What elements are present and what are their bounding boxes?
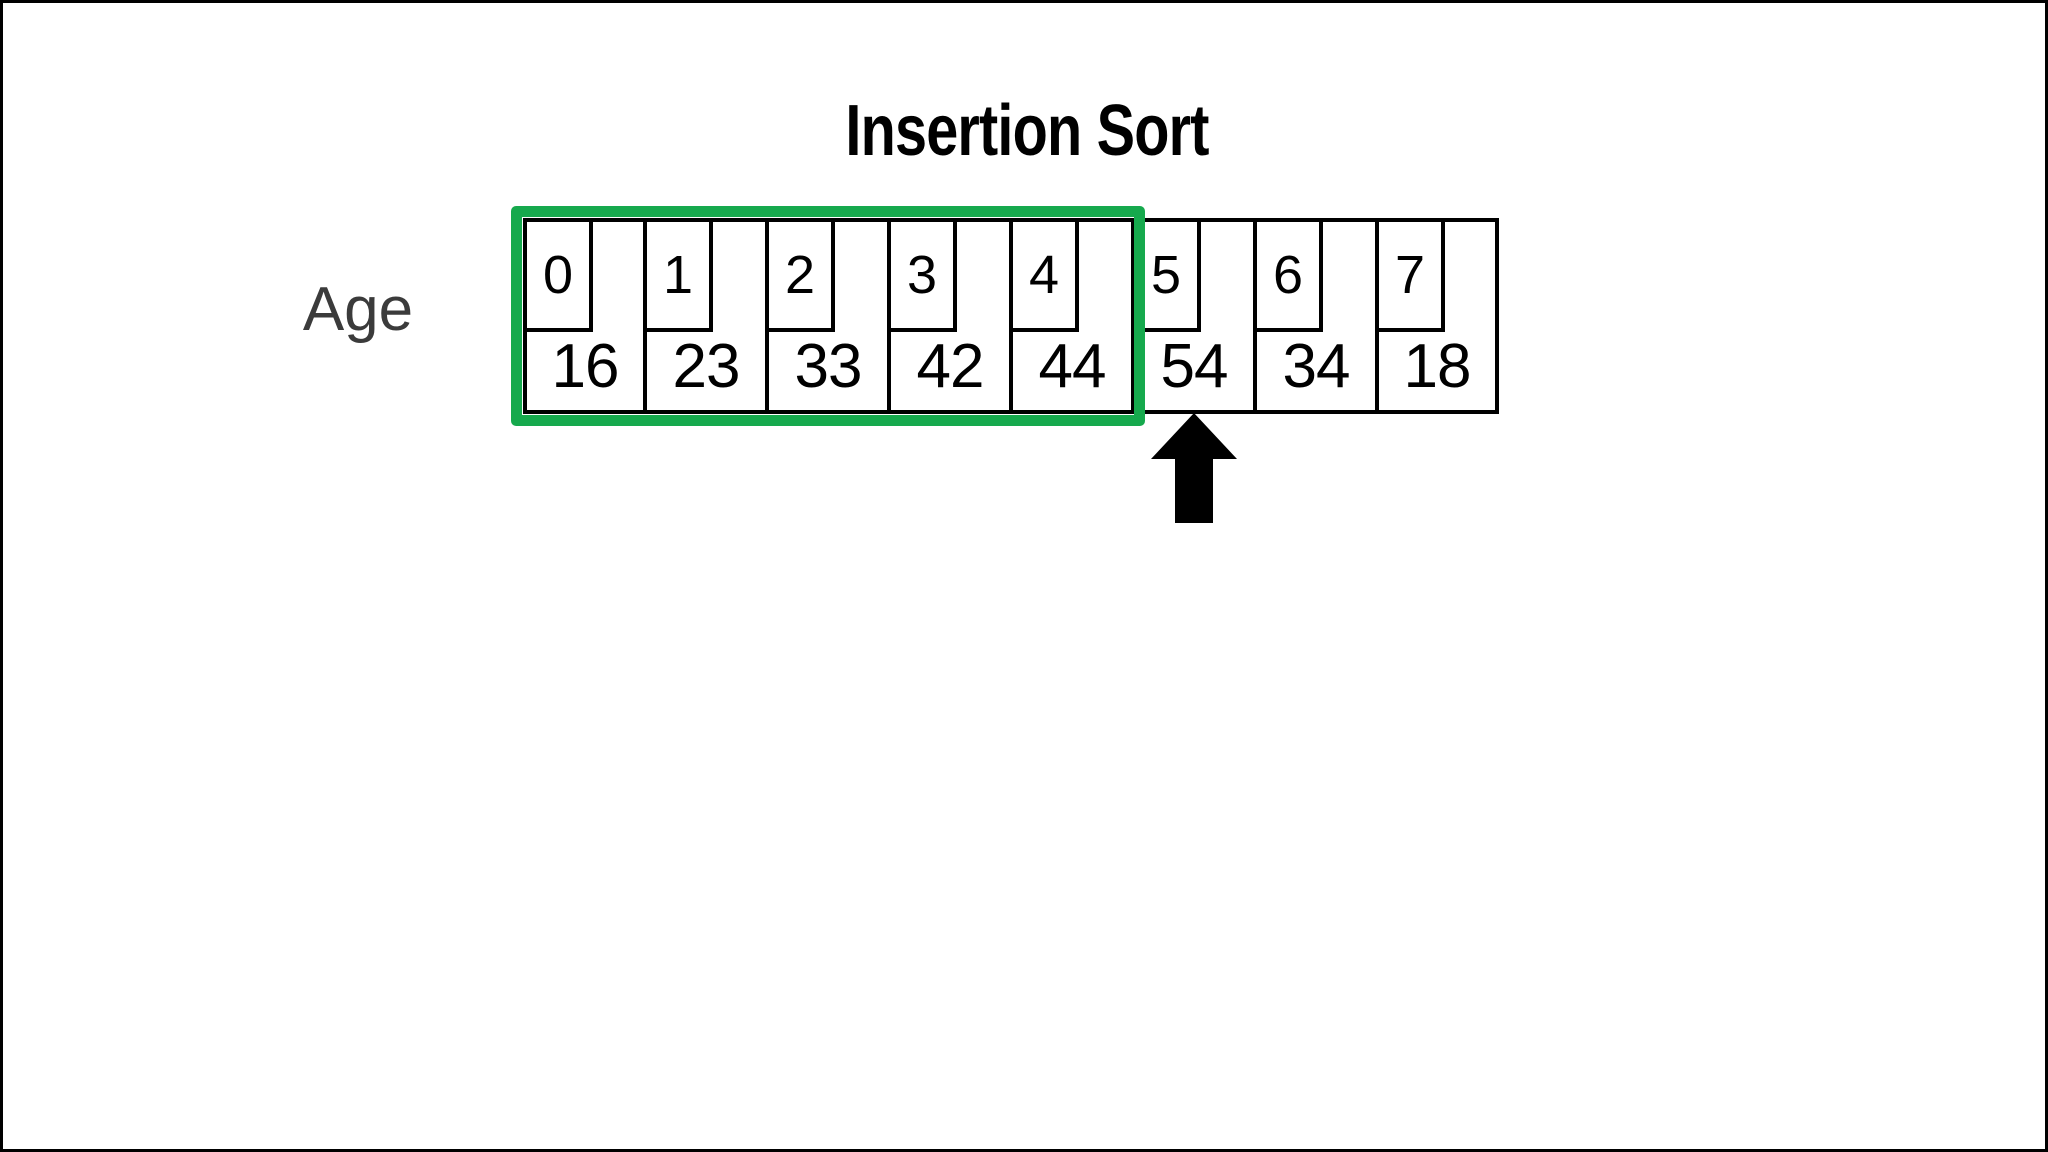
cell-value-label: 44 bbox=[1038, 332, 1107, 401]
cell-index-label: 6 bbox=[1257, 222, 1323, 332]
cell-index-label: 2 bbox=[769, 222, 835, 332]
page-title: Insertion Sort bbox=[845, 91, 1209, 171]
cell-index-label: 1 bbox=[647, 222, 713, 332]
cell-index-label: 7 bbox=[1379, 222, 1445, 332]
cell-value-label: 54 bbox=[1160, 332, 1229, 401]
cell-value-label: 18 bbox=[1403, 332, 1472, 401]
cell-value-label: 34 bbox=[1282, 332, 1351, 401]
cell-index-label: 3 bbox=[891, 222, 957, 332]
row-label-age: Age bbox=[302, 275, 414, 344]
cell-value-label: 23 bbox=[672, 332, 741, 401]
cell-value-label: 33 bbox=[794, 332, 863, 401]
cell-index-label: 4 bbox=[1013, 222, 1079, 332]
up-arrow-icon bbox=[1151, 413, 1237, 523]
cell-index-label: 5 bbox=[1135, 222, 1201, 332]
cell-index-label: 0 bbox=[527, 222, 593, 332]
cell-value-label: 42 bbox=[916, 332, 985, 401]
cell-value-label: 16 bbox=[551, 332, 620, 401]
